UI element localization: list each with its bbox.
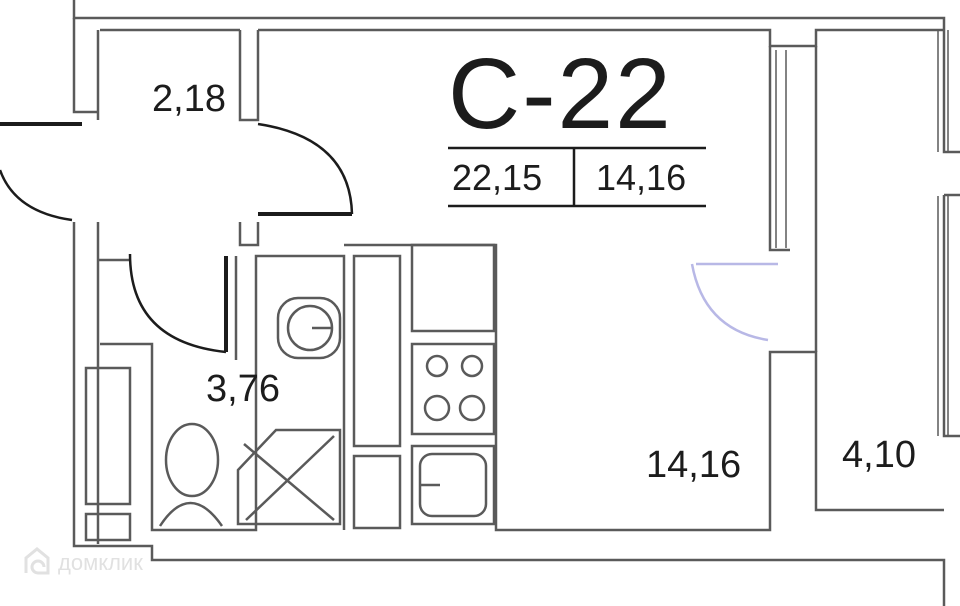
cabinet-low — [352, 454, 402, 530]
wardrobe-base — [84, 512, 132, 542]
watermark: домклик — [22, 545, 143, 581]
outer-wall-top-inner — [100, 28, 944, 48]
washbasin-cabinet — [276, 296, 342, 360]
partition-hallway — [238, 30, 260, 122]
watermark-text: домклик — [58, 550, 143, 575]
domclick-logo-icon — [22, 545, 52, 581]
fridge-column — [352, 254, 402, 448]
room-area-bathroom: 3,76 — [206, 368, 280, 410]
hob-2 — [460, 354, 484, 378]
balcony-door-swing — [690, 263, 769, 342]
room-area-hallway: 2,18 — [152, 78, 226, 120]
toilet-bowl — [164, 422, 220, 498]
toilet-tank — [158, 501, 224, 527]
kitchen-sink — [410, 444, 496, 526]
window-balcony — [775, 30, 949, 436]
bathroom-walls — [100, 222, 346, 532]
apartment-code: С-22 — [448, 38, 673, 150]
upper-cabinet — [410, 243, 496, 333]
hob-3 — [423, 394, 451, 422]
wardrobe — [84, 366, 132, 506]
kitchen-wall — [344, 243, 944, 532]
wall-left-lower — [72, 222, 946, 606]
room-area-living: 14,16 — [646, 444, 742, 486]
room-area-balcony: 4,10 — [842, 434, 916, 476]
shower-tray — [236, 428, 342, 526]
total-area: 22,15 — [452, 157, 543, 198]
shower-diag-1 — [245, 435, 335, 521]
shower-diag-2 — [243, 443, 335, 521]
bathroom-door-swing — [128, 253, 227, 354]
stove — [410, 342, 496, 436]
entrance-door-swing — [0, 169, 73, 222]
living-area: 14,16 — [596, 157, 687, 198]
hob-4 — [458, 394, 486, 422]
hob-1 — [425, 354, 449, 378]
balcony-walls — [768, 42, 960, 438]
outer-wall-top — [72, 0, 946, 42]
hallway-door-swing — [257, 122, 354, 215]
wall-left-upper — [72, 18, 100, 120]
